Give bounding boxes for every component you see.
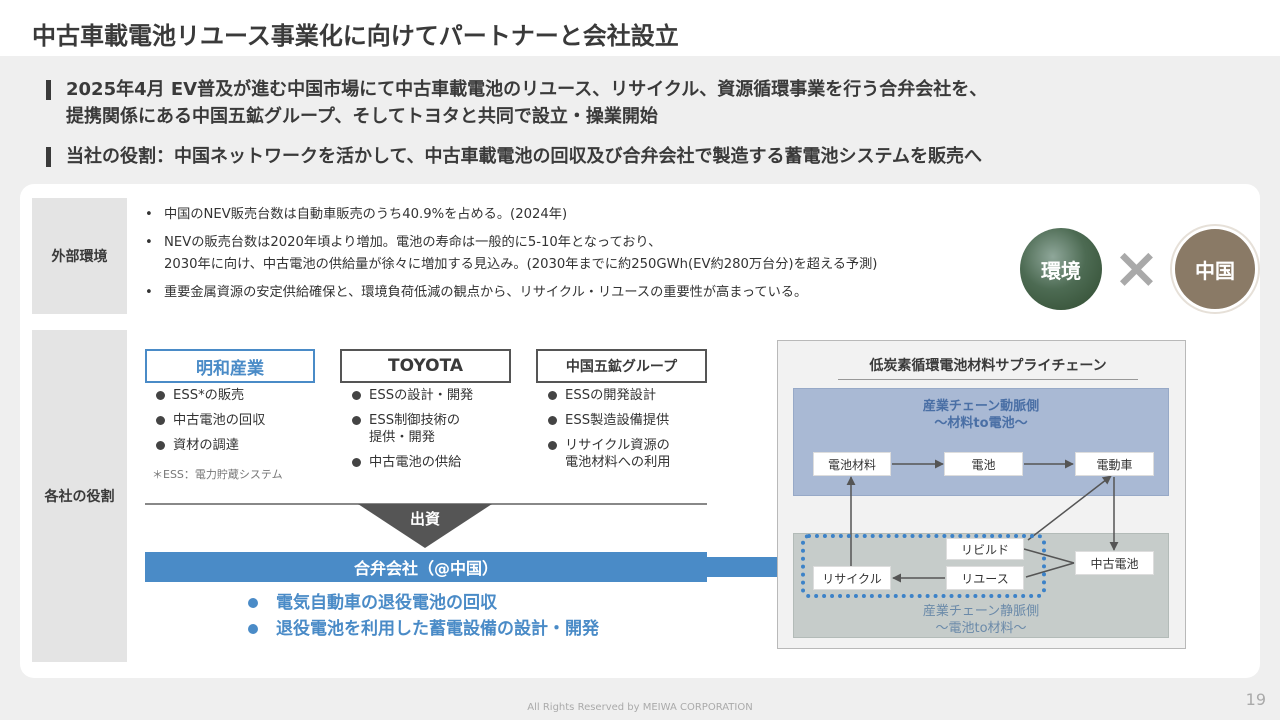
node-battery-material: 電池材料 (813, 452, 891, 476)
downstream-label: 産業チェーン静脈側 〜電池to材料〜 (793, 603, 1169, 637)
upstream-label: 産業チェーン動脈側 〜材料to電池〜 (793, 398, 1169, 432)
ess-footnote: ＊ESS：電力貯蔵システム (152, 468, 283, 481)
jv-scope-highlight (801, 534, 1046, 598)
external-bullet: NEVの販売台数は2020年頃より増加。電池の寿命は一般的に5-10年となってお… (145, 232, 1025, 276)
lead-statement-2: 当社の役割：中国ネットワークを活かして、中古車載電池の回収及び合弁会社で製造する… (46, 143, 982, 170)
bullet-text: NEVの販売台数は2020年頃より増加。電池の寿命は一般的に5-10年となってお… (164, 235, 662, 250)
page-number: 19 (1245, 690, 1266, 709)
jv-business-list: 電気自動車の退役電池の回収 退役電池を利用した蓄電設備の設計・開発 (246, 590, 599, 642)
upstream-label-line: 産業チェーン動脈側 (922, 399, 1040, 414)
environment-circle: 環境 (1020, 228, 1102, 310)
toyota-roles: ESSの設計・開発 ESS制御技術の 提供・開発 中古電池の供給 (349, 387, 534, 479)
bullet-text: 2030年に向け、中古電池の供給量が徐々に増加する見込み。(2030年までに約2… (164, 257, 878, 272)
role-item: ESS製造設備提供 (545, 412, 730, 429)
role-item: 中古電池の回収 (153, 412, 338, 429)
lead-bar-icon (46, 80, 51, 100)
role-item: ESS制御技術の 提供・開発 (349, 412, 534, 446)
role-item: リサイクル資源の 電池材料への利用 (545, 437, 730, 471)
upstream-label-line: 〜材料to電池〜 (934, 416, 1028, 431)
page-title: 中古車載電池リユース事業化に向けてパートナーと会社設立 (32, 22, 679, 50)
lead-1-line-1: 2025年4月 EV普及が進む中国市場にて中古車載電池のリユース、リサイクル、資… (66, 79, 988, 100)
row-label-roles: 各社の役割 (32, 330, 127, 662)
external-bullet: 重要金属資源の安定供給確保と、環境負荷低減の観点から、リサイクル・リユースの重要… (145, 282, 1025, 304)
supply-chain-title: 低炭素循環電池材料サプライチェーン (869, 358, 1107, 374)
role-item: ESSの開発設計 (545, 387, 730, 404)
company-toyota: TOYOTA (340, 349, 511, 383)
joint-venture-bar: 合弁会社（@中国） (145, 552, 707, 582)
downstream-label-line: 産業チェーン静脈側 (922, 604, 1040, 619)
node-reuse: リユース (946, 566, 1024, 590)
node-ev: 電動車 (1075, 452, 1154, 476)
china-circle: 中国 (1172, 226, 1258, 312)
node-used-battery: 中古電池 (1075, 551, 1154, 575)
node-rebuild: リビルド (946, 538, 1024, 560)
lead-1-line-2: 提携関係にある中国五鉱グループ、そしてトヨタと共同で設立・操業開始 (66, 106, 658, 127)
bullet-text: 中国のNEV販売台数は自動車販売のうち40.9%を占める。(2024年) (164, 207, 568, 222)
minmetals-roles: ESSの開発設計 ESS製造設備提供 リサイクル資源の 電池材料への利用 (545, 387, 730, 479)
external-bullet: 中国のNEV販売台数は自動車販売のうち40.9%を占める。(2024年) (145, 204, 1025, 226)
meiwa-roles: ESS*の販売 中古電池の回収 資材の調達 (153, 387, 338, 462)
role-item: ESSの設計・開発 (349, 387, 534, 404)
jv-item: 電気自動車の退役電池の回収 (246, 590, 599, 616)
lead-2-line-1: 当社の役割：中国ネットワークを活かして、中古車載電池の回収及び合弁会社で製造する… (66, 146, 983, 167)
jv-item: 退役電池を利用した蓄電設備の設計・開発 (246, 616, 599, 642)
row-label-external: 外部環境 (32, 198, 127, 314)
role-item: ESS*の販売 (153, 387, 338, 404)
arrow-rebuild-to-ev (1027, 475, 1112, 541)
bullet-text: 重要金属資源の安定供給確保と、環境負荷低減の観点から、リサイクル・リユースの重要… (164, 285, 808, 300)
lead-statement-1: 2025年4月 EV普及が進む中国市場にて中古車載電池のリユース、リサイクル、資… (46, 76, 987, 130)
role-item: 中古電池の供給 (349, 454, 534, 471)
arrow-used-to-rebuild (1023, 548, 1075, 564)
company-meiwa: 明和産業 (145, 349, 315, 383)
investment-label: 出資 (409, 510, 440, 528)
node-battery: 電池 (944, 452, 1023, 476)
company-minmetals: 中国五鉱グループ (536, 349, 707, 383)
role-item: 資材の調達 (153, 437, 338, 454)
jv-arrow-shaft (706, 557, 792, 577)
cross-icon: × (1113, 236, 1160, 301)
lead-bar-icon (46, 147, 51, 167)
supply-chain-title-underline (838, 379, 1138, 380)
node-recycle: リサイクル (813, 566, 891, 590)
downstream-label-line: 〜電池to材料〜 (935, 621, 1027, 636)
arrow-used-to-reuse (1025, 562, 1075, 578)
copyright-footer: All Rights Reserved by MEIWA CORPORATION (527, 702, 753, 713)
external-bullets: 中国のNEV販売台数は自動車販売のうち40.9%を占める。(2024年) NEV… (145, 204, 1025, 310)
